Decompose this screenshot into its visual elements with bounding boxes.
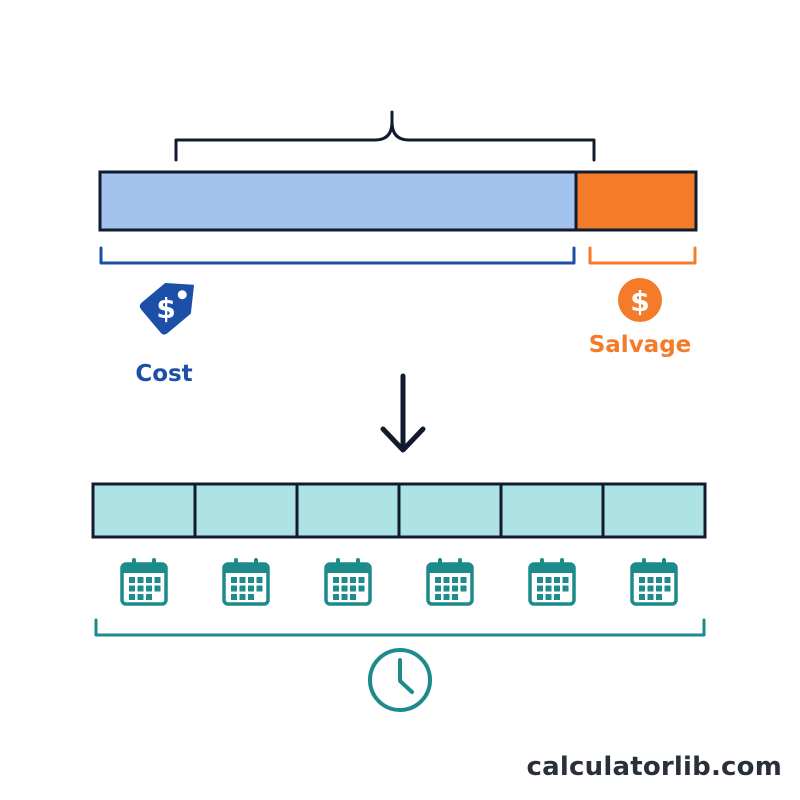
dollar-coin-icon: $ <box>618 278 662 322</box>
period-cell-6 <box>601 482 707 539</box>
salvage-segment <box>576 172 696 230</box>
arrow-down-icon <box>380 373 426 453</box>
cost-label: Cost <box>135 361 192 387</box>
asset-bar-outline <box>98 170 698 232</box>
watermark: calculatorlib.com <box>526 752 782 782</box>
calendar-icon <box>120 558 168 606</box>
calendar-icon <box>426 558 474 606</box>
coin-dollar-sign: $ <box>630 285 649 318</box>
period-cell-5 <box>499 482 605 539</box>
period-bar <box>91 482 707 539</box>
time-bracket <box>94 618 706 637</box>
salvage-bracket <box>588 246 697 265</box>
clock-icon <box>368 648 432 712</box>
salvage-label: Salvage <box>589 332 692 358</box>
price-tag-icon: $ <box>139 283 194 335</box>
calendar-icon <box>630 558 678 606</box>
period-cell-2 <box>193 482 299 539</box>
calendar-icon <box>222 558 270 606</box>
cost-bracket <box>99 246 576 265</box>
tag-dollar-sign: $ <box>156 292 175 325</box>
period-cell-4 <box>397 482 503 539</box>
period-cell-1 <box>91 482 197 539</box>
calendar-icon <box>528 558 576 606</box>
calendar-row <box>120 558 678 606</box>
cost-segment <box>100 172 576 230</box>
calendar-icon <box>324 558 372 606</box>
top-brace <box>174 110 596 162</box>
period-cell-3 <box>295 482 401 539</box>
